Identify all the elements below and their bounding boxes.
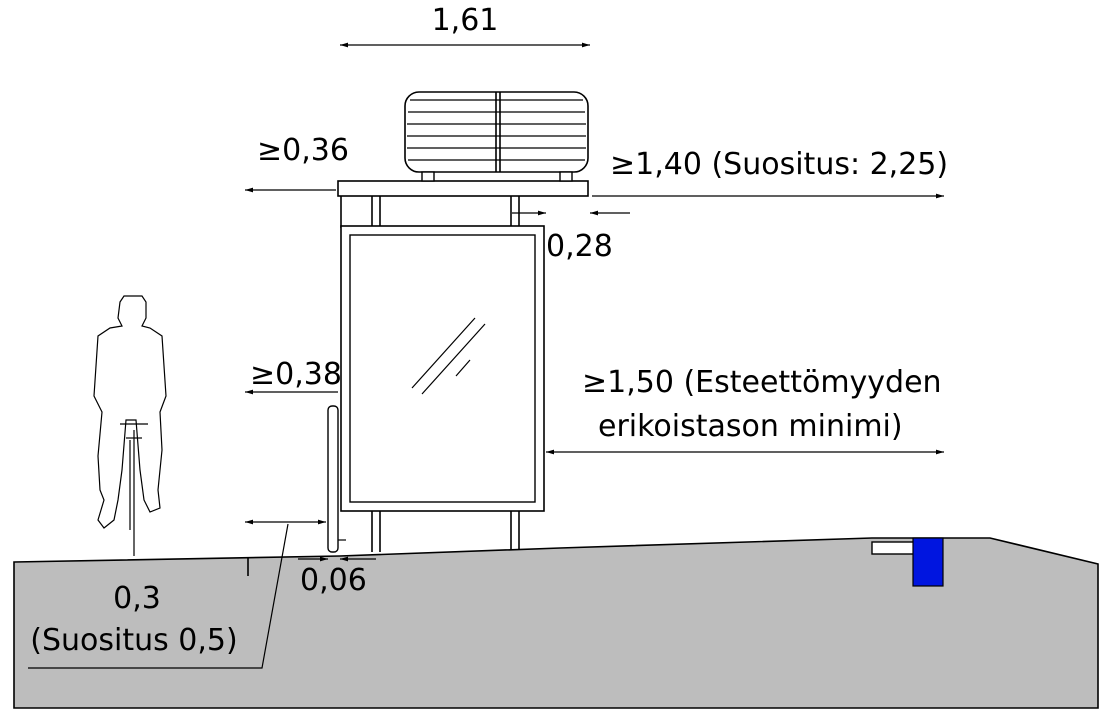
dim-panel-left: ≥0,38 xyxy=(250,357,342,392)
shelter-posts xyxy=(340,196,520,552)
shelter-roof xyxy=(337,180,589,197)
dim-path-clearance-line2: (Suositus 0,5) xyxy=(30,623,237,658)
dim-roof-overhang-left: ≥0,36 xyxy=(257,133,349,168)
curb-marker-icon xyxy=(871,537,944,587)
ground-section xyxy=(13,537,1099,709)
dim-roof-overhang-right: 0,28 xyxy=(546,229,613,264)
glass-panel xyxy=(340,225,545,512)
dim-path-clearance-leader xyxy=(28,523,289,669)
dim-path-clearance-line1: 0,3 xyxy=(113,581,161,616)
seat-bench-icon xyxy=(404,91,589,182)
dim-clearance-panel-line2: erikoistason minimi) xyxy=(598,409,903,444)
dim-roof-width: 1,61 xyxy=(432,3,499,38)
dim-clearance-roof: ≥1,40 (Suositus: 2,25) xyxy=(610,147,948,182)
cyclist-figure-icon xyxy=(93,295,167,556)
dim-post-offset: 0,06 xyxy=(300,563,367,598)
dim-clearance-panel-line1: ≥1,50 (Esteettömyyden xyxy=(582,365,942,400)
bike-stand-post xyxy=(327,405,346,553)
